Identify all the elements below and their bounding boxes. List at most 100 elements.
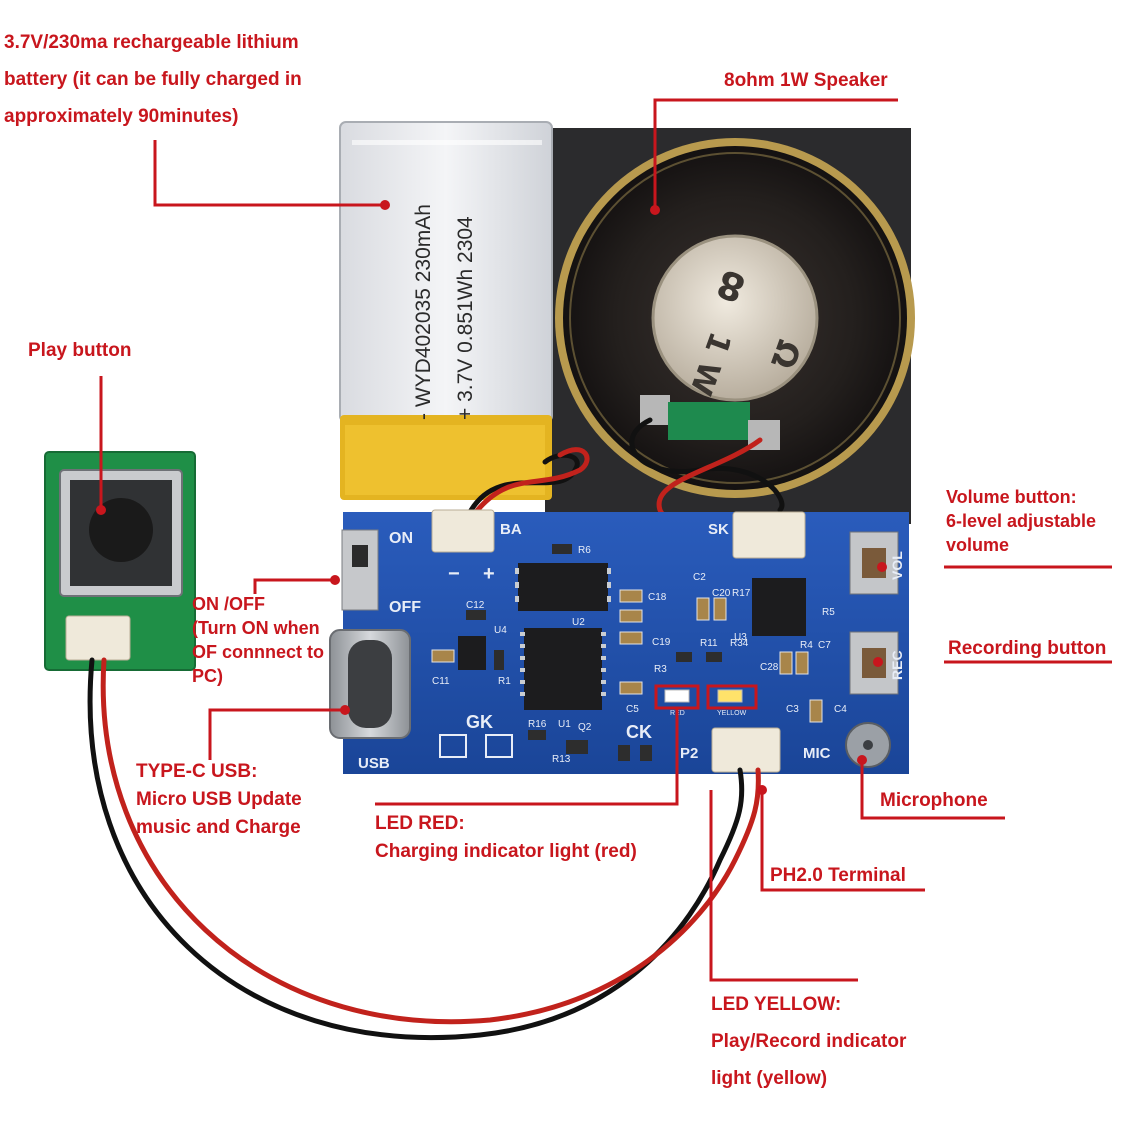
led-yellow-component	[717, 689, 743, 703]
pcb-c7: C7	[818, 640, 831, 651]
play-button-board	[44, 451, 196, 671]
pcb-r4: R4	[800, 640, 813, 651]
label-volume-line3: volume	[946, 535, 1010, 555]
pcb-u2: U2	[572, 617, 585, 628]
pcb-yellow: YELLOW	[717, 710, 747, 717]
dot-usb	[340, 705, 350, 715]
label-volume-button: Volume button: 6-level adjustable volume	[946, 485, 1096, 557]
dot-ph20	[757, 785, 767, 795]
pcb-r17: R17	[732, 588, 751, 599]
chip-u3	[752, 578, 806, 636]
battery-connector	[431, 509, 495, 553]
pcb-plus: +	[483, 563, 495, 585]
chip-u2	[518, 563, 608, 611]
pcb-sk: SK	[708, 521, 729, 538]
label-on-off: ON /OFF (Turn ON when OF connnect to PC)	[192, 592, 324, 688]
pcb-c19: C19	[652, 637, 671, 648]
label-speaker: 8ohm 1W Speaker	[724, 70, 888, 91]
label-ledred-line2: Charging indicator light (red)	[375, 841, 637, 862]
dot-volume	[877, 562, 887, 572]
pcb-r3: R3	[654, 664, 667, 675]
label-typec-line2: Micro USB Update	[136, 789, 302, 810]
dot-onoff	[330, 575, 340, 585]
label-typec-line3: music and Charge	[136, 817, 301, 838]
dot-speaker	[650, 205, 660, 215]
label-ledyellow-line3: light (yellow)	[711, 1068, 828, 1089]
pcb-gk: GK	[466, 712, 493, 732]
power-switch	[341, 529, 379, 611]
label-onoff-line3: OF connnect to	[192, 642, 324, 662]
label-microphone: Microphone	[880, 790, 988, 811]
pcb-q2: Q2	[578, 722, 592, 733]
pcb-usb: USB	[358, 755, 390, 772]
pcb-ba: BA	[500, 521, 522, 538]
pcb-r6: R6	[578, 545, 591, 556]
chip-u1	[524, 628, 602, 710]
label-onoff-line2: (Turn ON when	[192, 618, 320, 638]
battery-print-line2: + 3.7V 0.851Wh 2304	[454, 216, 477, 420]
label-ledyellow-line1: LED YELLOW:	[711, 994, 842, 1015]
pcb-rec: REC	[889, 650, 905, 680]
pcb-r34: R34	[730, 638, 749, 649]
dot-record	[873, 657, 883, 667]
label-battery: 3.7V/230ma rechargeable lithium battery …	[4, 24, 302, 135]
dot-play	[96, 505, 106, 515]
pcb-mic: MIC	[803, 745, 831, 762]
label-play-button: Play button	[28, 340, 132, 361]
pcb-r16: R16	[528, 719, 547, 730]
ph20-connector	[711, 727, 781, 773]
pcb-r13: R13	[552, 754, 571, 765]
label-volume-line1: Volume button:	[946, 487, 1077, 507]
play-button-cap	[89, 498, 153, 562]
pcb-c11: C11	[432, 676, 450, 687]
pcb-p2: P2	[680, 745, 698, 762]
leader-lines	[99, 98, 1112, 982]
main-pcb: BA SK − + ON OFF USB	[329, 509, 909, 774]
label-onoff-line4: PC)	[192, 666, 223, 686]
pcb-u4: U4	[494, 625, 507, 636]
label-battery-line1: 3.7V/230ma rechargeable lithium	[4, 32, 299, 53]
pcb-r5: R5	[822, 607, 835, 618]
pcb-vol: VOL	[889, 551, 905, 580]
pcb-c12: C12	[466, 600, 485, 611]
label-ph20: PH2.0 Terminal	[770, 865, 906, 886]
pcb-ck: CK	[626, 722, 652, 742]
label-onoff-line1: ON /OFF	[192, 594, 265, 614]
label-volume-line2: 6-level adjustable	[946, 511, 1097, 531]
pcb-c3: C3	[786, 704, 799, 715]
pcb-u1: U1	[558, 719, 571, 730]
led-red-component	[664, 689, 690, 703]
label-ledyellow-line2: Play/Record indicator	[711, 1031, 907, 1052]
battery-print-line1: - WYD402035 230mAh	[412, 204, 435, 420]
dot-mic	[857, 755, 867, 765]
pcb-c28: C28	[760, 662, 779, 673]
dot-battery	[380, 200, 390, 210]
lithium-battery: - WYD402035 230mAh + 3.7V 0.851Wh 2304	[339, 121, 553, 500]
chip-u4	[458, 636, 486, 670]
pcb-minus: −	[448, 563, 460, 585]
pcb-r1: R1	[498, 676, 511, 687]
pcb-u3: U3	[734, 632, 747, 643]
pcb-c4: C4	[834, 704, 847, 715]
pcb-on: ON	[389, 530, 413, 547]
speaker: 8 1 W Ω	[555, 138, 915, 498]
pcb-r11: R11	[700, 638, 718, 649]
led-yellow-highlight	[706, 684, 758, 710]
pcb-off: OFF	[389, 599, 421, 616]
label-led-yellow: LED YELLOW: Play/Record indicator light …	[711, 986, 906, 1097]
label-battery-line2: battery (it can be fully charged in	[4, 69, 302, 90]
pcb-c5: C5	[626, 704, 639, 715]
label-led-red: LED RED: Charging indicator light (red)	[375, 810, 637, 866]
speaker-connector	[732, 511, 806, 559]
label-recording-button: Recording button	[948, 638, 1107, 659]
label-ledred-line1: LED RED:	[375, 813, 465, 834]
pcb-c18: C18	[648, 592, 667, 603]
pcb-c20: C20	[712, 588, 731, 599]
play-board-connector	[65, 615, 131, 661]
label-battery-line3: approximately 90minutes)	[4, 106, 239, 127]
pcb-c2: C2	[693, 572, 706, 583]
play-cable	[87, 657, 761, 1041]
label-typec-line1: TYPE-C USB:	[136, 761, 258, 782]
label-type-c: TYPE-C USB: Micro USB Update music and C…	[136, 758, 302, 842]
